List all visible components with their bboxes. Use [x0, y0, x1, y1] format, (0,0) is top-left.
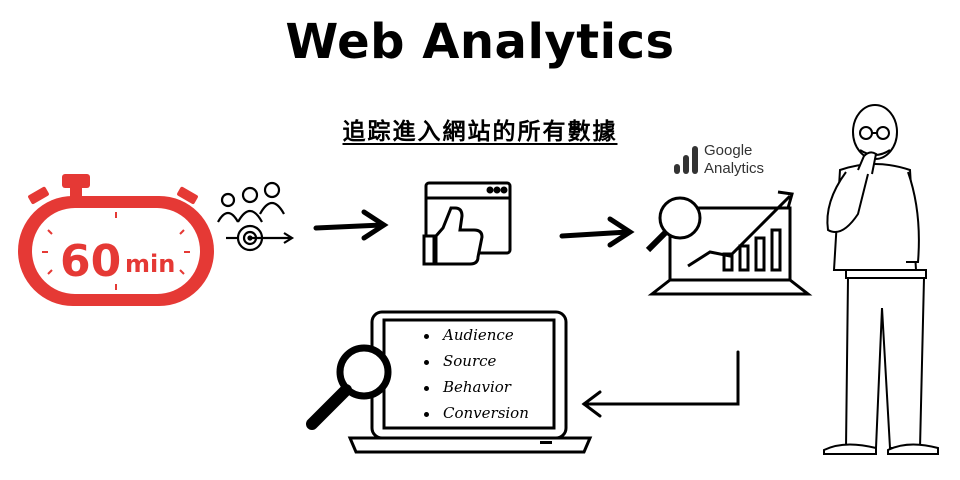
- list-item: Source: [424, 348, 529, 374]
- laptop-icon: [347, 310, 593, 454]
- subtitle: 追踪進入網站的所有數據: [342, 119, 618, 145]
- thumbs-up-browser-icon: [422, 181, 512, 266]
- list-item: Behavior: [424, 374, 529, 400]
- audience-target-icon: [217, 181, 295, 252]
- ga-line-analytics: Analytics: [704, 160, 765, 177]
- arrow-return: [581, 350, 740, 418]
- page-title: Web Analytics: [285, 14, 675, 70]
- person-illustration: [823, 104, 939, 455]
- timer-unit: min: [125, 250, 175, 278]
- arrow-right-1: [313, 209, 389, 241]
- list-item: Audience: [424, 322, 529, 348]
- list-item: Conversion: [424, 400, 529, 426]
- magnifying-glass-icon: [306, 344, 392, 430]
- timer-number: 60: [60, 236, 121, 287]
- google-analytics-logo-icon: [674, 146, 698, 174]
- google-analytics-label: Google Analytics: [704, 142, 764, 178]
- arrow-right-2: [559, 216, 635, 248]
- laptop-bullet-list: Audience Source Behavior Conversion: [424, 322, 529, 426]
- ga-line-google: Google: [704, 142, 753, 159]
- analytics-magnifier-chart-icon: [645, 190, 813, 296]
- stopwatch-icon: 60 min: [18, 174, 214, 306]
